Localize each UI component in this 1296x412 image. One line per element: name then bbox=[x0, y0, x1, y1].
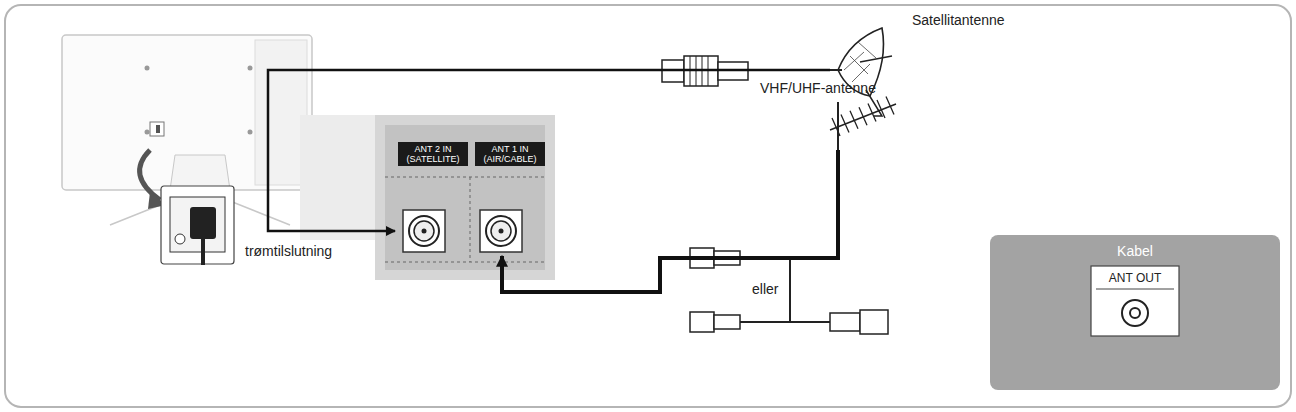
coax-ring bbox=[491, 221, 511, 241]
coax-ring bbox=[409, 216, 439, 246]
dish-shape bbox=[830, 12, 1015, 130]
coax-jack bbox=[480, 210, 522, 252]
coax-jack bbox=[403, 210, 445, 252]
power-shape bbox=[160, 185, 235, 265]
antenna-elements bbox=[832, 96, 894, 136]
antenna-node: VHF/UHF-antenne bbox=[760, 78, 900, 150]
panel-heading: Kabel bbox=[985, 243, 1285, 259]
power-inset bbox=[161, 186, 234, 264]
port-label: ANT 2 IN (SATELLITE) bbox=[398, 142, 468, 166]
socket-screw bbox=[175, 234, 185, 244]
antenna-cables bbox=[690, 248, 888, 334]
port-label: ANT OUT bbox=[1085, 271, 1185, 285]
or-label: eller bbox=[750, 281, 780, 297]
dish-cable bbox=[830, 69, 842, 71]
connector-panel bbox=[375, 115, 555, 280]
coax-ring bbox=[486, 216, 516, 246]
coax-cable bbox=[268, 70, 830, 231]
coax-ring bbox=[414, 221, 434, 241]
antout-node: ANT OUT bbox=[1085, 265, 1185, 337]
dish-arm bbox=[860, 56, 892, 62]
power-label: trømtilslutning bbox=[245, 243, 332, 259]
power-plug bbox=[190, 207, 216, 239]
kabel-node: KabelANT OUT bbox=[985, 235, 1285, 390]
coax-pin bbox=[499, 229, 504, 234]
tv-callout-bracket bbox=[300, 115, 375, 240]
socket-divider bbox=[1096, 289, 1174, 290]
coax-cable bbox=[502, 150, 838, 292]
coax-pin bbox=[422, 229, 427, 234]
power-socket bbox=[170, 197, 225, 252]
dish-node: Satellitantenne bbox=[830, 12, 1015, 130]
outer-frame bbox=[5, 5, 1291, 407]
antenna-label: Satellitantenne bbox=[912, 12, 1005, 28]
coax-pin bbox=[1130, 308, 1140, 318]
power-node: trømtilslutning bbox=[160, 185, 235, 265]
coax-ring bbox=[1122, 300, 1148, 326]
port-node: ANT 1 IN (AIR/CABLE) bbox=[472, 138, 548, 256]
port-label: ANT 1 IN (AIR/CABLE) bbox=[475, 142, 545, 166]
port-node: ANT 2 IN (SATELLITE) bbox=[395, 138, 471, 256]
power-cord bbox=[201, 239, 205, 265]
antenna-label: VHF/UHF-antenne bbox=[760, 80, 876, 96]
